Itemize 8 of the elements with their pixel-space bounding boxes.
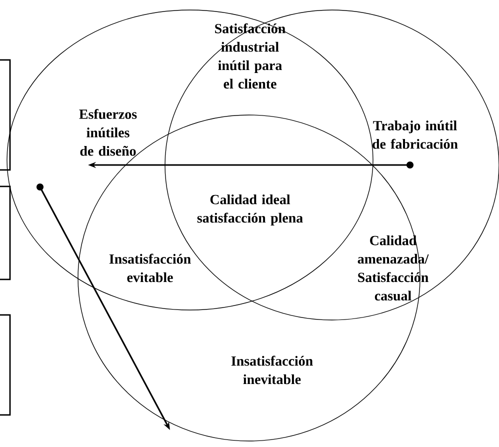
region-label: Calidad ideal satisfacción plena	[197, 194, 303, 226]
box	[0, 314, 11, 416]
region-label: Insatisfacción evitable	[109, 254, 191, 282]
box	[0, 59, 11, 171]
region-label: Esfuerzos inútiles de diseño	[79, 108, 137, 156]
region-label: Insatisfacción inevitable	[231, 356, 313, 384]
box	[0, 186, 11, 280]
region-label: Trabajo inútil de fabricación	[372, 120, 458, 149]
